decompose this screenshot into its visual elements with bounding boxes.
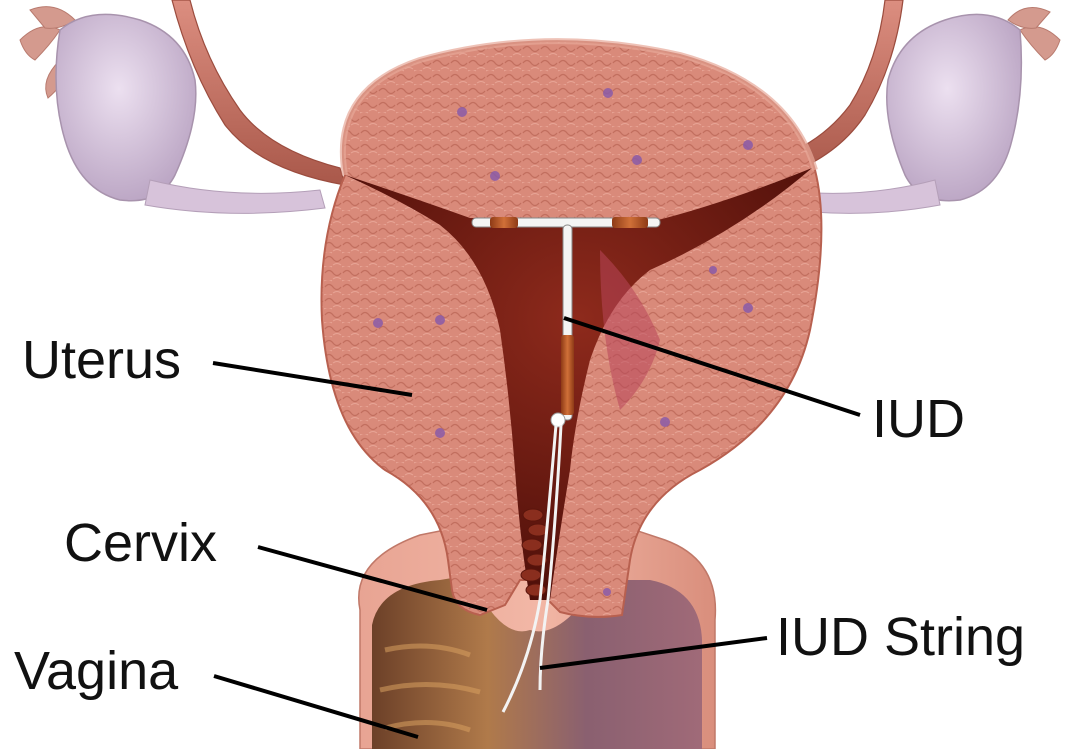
iud-label: IUD bbox=[872, 392, 965, 446]
vagina-label: Vagina bbox=[14, 644, 178, 698]
left-fallopian-tube bbox=[172, 0, 345, 185]
left-ovary bbox=[56, 14, 196, 200]
iud-string-label: IUD String bbox=[776, 610, 1025, 664]
iud-stem-copper-coil bbox=[561, 335, 574, 415]
uterus-label: Uterus bbox=[22, 333, 181, 387]
right-ovary bbox=[887, 14, 1022, 200]
cervix-label: Cervix bbox=[64, 516, 217, 570]
left-ovarian-ligament bbox=[145, 180, 325, 213]
iud-right-copper-sleeve bbox=[612, 217, 648, 228]
iud-bulb-tip bbox=[551, 413, 565, 427]
iud-left-copper-sleeve bbox=[490, 217, 518, 228]
